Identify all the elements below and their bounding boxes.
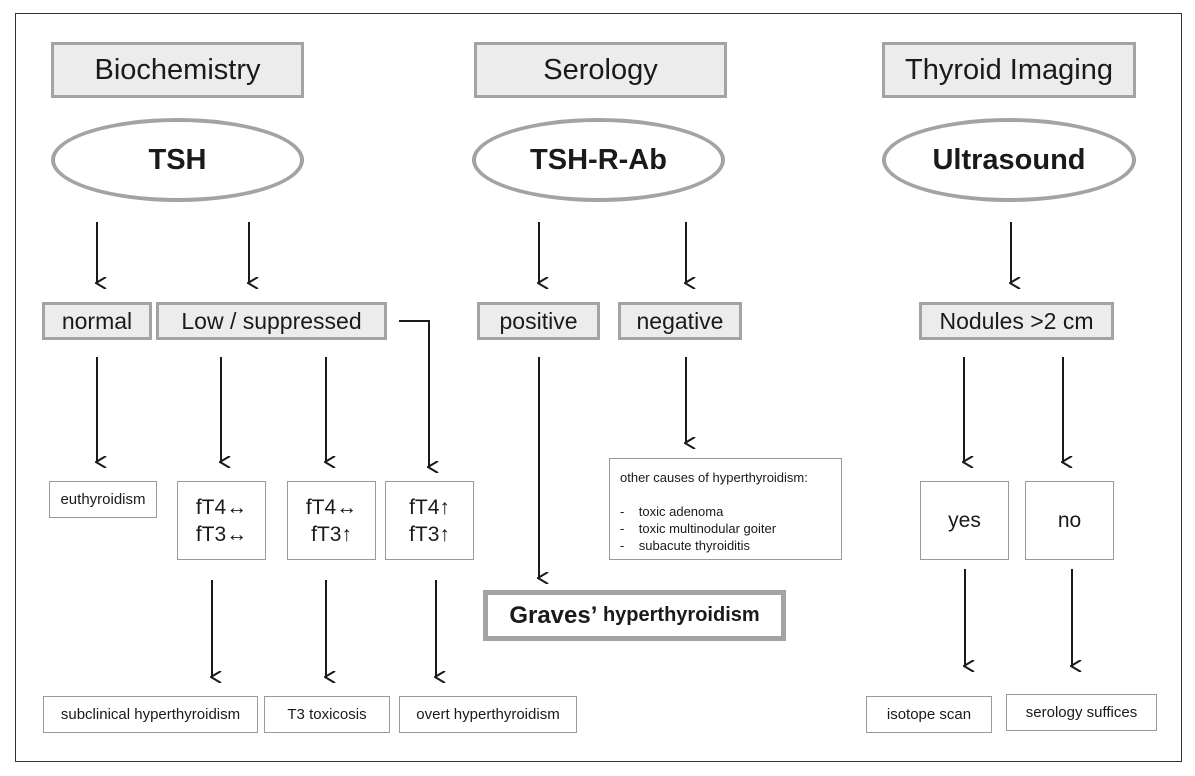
header-thyroid-imaging: Thyroid Imaging xyxy=(882,42,1136,98)
nodules-no-box: no xyxy=(1025,481,1114,560)
result-positive: positive xyxy=(477,302,600,340)
outcome-subclinical-hyperthyroidism: subclinical hyperthyroidism xyxy=(43,696,258,733)
test-tsh-oval: TSH xyxy=(51,118,304,202)
result-negative-label: negative xyxy=(636,307,724,334)
hormone-box-2: fT4↔ fT3↑ xyxy=(287,481,376,560)
other-causes-title: other causes of hyperthyroidism: xyxy=(620,470,808,485)
result-positive-label: positive xyxy=(499,307,578,334)
result-normal: normal xyxy=(42,302,152,340)
test-tsh-r-ab-oval: TSH-R-Ab xyxy=(472,118,725,202)
nodules-no-label: no xyxy=(1057,508,1082,532)
diagram-frame xyxy=(15,13,1182,762)
hormone-1-ft4: fT4↔ xyxy=(195,495,248,519)
outcome-t3-toxicosis: T3 toxicosis xyxy=(264,696,390,733)
header-biochemistry-label: Biochemistry xyxy=(94,53,261,86)
result-negative: negative xyxy=(618,302,742,340)
header-imaging-label: Thyroid Imaging xyxy=(905,53,1113,86)
graves-hyperthyroidism-box: Graves’ hyperthyroidism xyxy=(483,590,786,641)
test-tsh-r-ab-label: TSH-R-Ab xyxy=(530,143,667,176)
outcome-overt-label: overt hyperthyroidism xyxy=(416,706,560,723)
outcome-serology-suffices: serology suffices xyxy=(1006,694,1157,731)
hormone-2-ft4: fT4↔ xyxy=(305,495,358,519)
arrow-low-hormone3 xyxy=(399,320,429,467)
result-nodules: Nodules >2 cm xyxy=(919,302,1114,340)
outcome-t3-label: T3 toxicosis xyxy=(287,706,367,723)
test-tsh-label: TSH xyxy=(148,143,207,176)
header-serology: Serology xyxy=(474,42,727,98)
test-ultrasound-label: Ultrasound xyxy=(932,143,1086,176)
result-low-suppressed: Low / suppressed xyxy=(156,302,387,340)
hormone-1-ft3: fT3↔ xyxy=(195,522,248,546)
outcome-subclinical-label: subclinical hyperthyroidism xyxy=(60,706,241,723)
test-ultrasound-oval: Ultrasound xyxy=(882,118,1136,202)
header-biochemistry: Biochemistry xyxy=(51,42,304,98)
result-nodules-label: Nodules >2 cm xyxy=(939,307,1094,334)
cause-toxic-multinodular-goiter: - toxic multinodular goiter xyxy=(620,521,777,536)
cause-toxic-adenoma: - toxic adenoma xyxy=(620,504,724,519)
hormone-3-ft3: fT3↑ xyxy=(409,522,450,546)
result-normal-label: normal xyxy=(61,307,133,334)
header-serology-label: Serology xyxy=(543,53,658,86)
other-causes-box: other causes of hyperthyroidism: - toxic… xyxy=(609,458,842,560)
nodules-yes-box: yes xyxy=(920,481,1009,560)
hormone-box-1: fT4↔ fT3↔ xyxy=(177,481,266,560)
hormone-2-ft3: fT3↑ xyxy=(311,522,352,546)
outcome-euthyroidism: euthyroidism xyxy=(49,481,157,518)
outcome-overt-hyperthyroidism: overt hyperthyroidism xyxy=(399,696,577,733)
outcome-serology-label: serology suffices xyxy=(1025,704,1138,721)
hormone-box-3: fT4↑ fT3↑ xyxy=(385,481,474,560)
outcome-isotope-scan: isotope scan xyxy=(866,696,992,733)
graves-label-main: Graves’ xyxy=(509,601,598,629)
hormone-3-ft4: fT4↑ xyxy=(409,495,450,519)
graves-label-rest: hyperthyroidism xyxy=(597,604,760,626)
result-low-label: Low / suppressed xyxy=(181,307,362,334)
nodules-yes-label: yes xyxy=(948,508,981,532)
cause-subacute-thyroiditis: - subacute thyroiditis xyxy=(620,538,751,553)
outcome-euthyroidism-label: euthyroidism xyxy=(60,491,146,508)
outcome-isotope-label: isotope scan xyxy=(886,706,972,723)
